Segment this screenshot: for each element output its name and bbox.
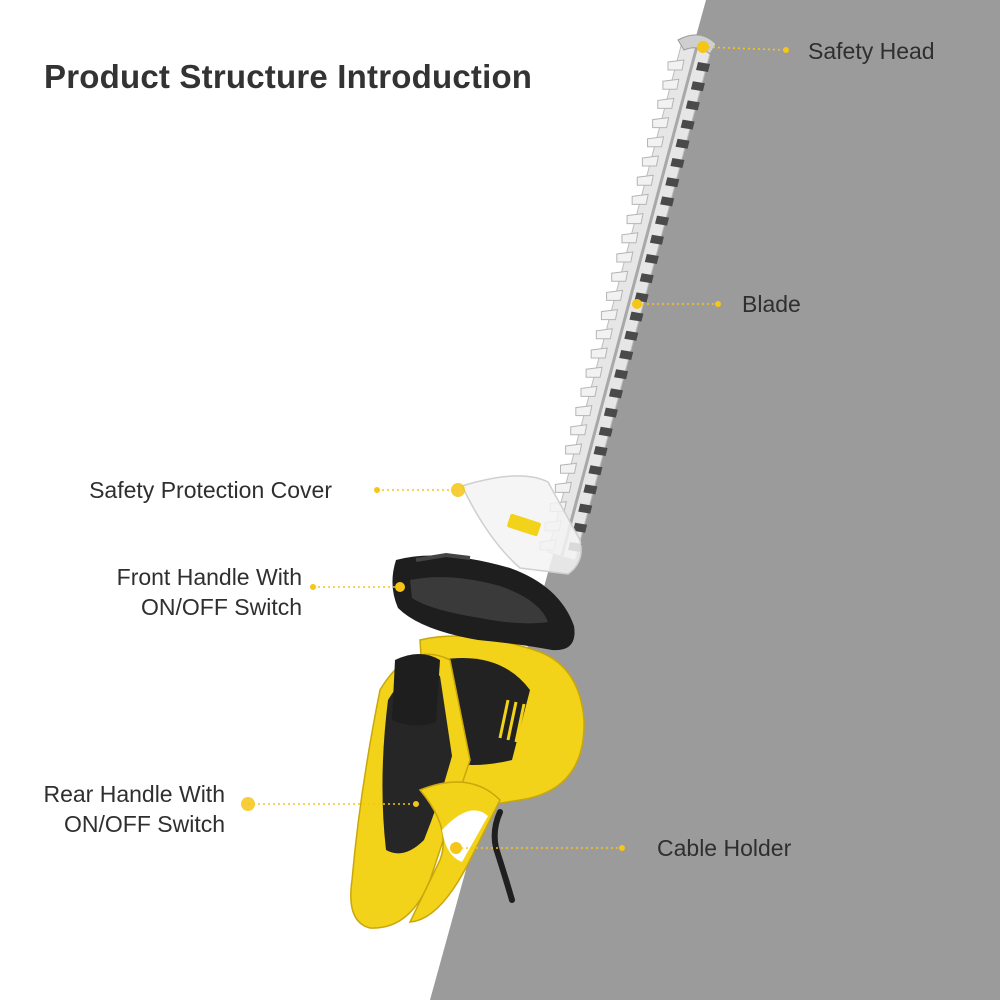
blade-tooth xyxy=(667,59,685,71)
blade-tooth xyxy=(647,136,665,148)
blade-tooth xyxy=(649,234,664,245)
blade-tooth xyxy=(641,155,660,167)
blade-tooth xyxy=(619,350,634,360)
blade-tooth xyxy=(598,426,613,437)
blade-tooth xyxy=(639,273,654,284)
blade-illustration xyxy=(539,34,717,561)
blade-tooth xyxy=(588,465,603,476)
blade-tooth xyxy=(624,330,639,341)
blade-tooth xyxy=(662,78,680,90)
blade-tooth xyxy=(616,251,634,263)
blade-tooth xyxy=(685,100,700,111)
blade-tooth xyxy=(696,62,710,72)
blade-tooth xyxy=(603,407,618,418)
marker-cable-holder xyxy=(450,842,462,854)
blade-tooth xyxy=(590,347,608,359)
blade-tooth xyxy=(578,503,593,514)
label-safety-head: Safety Head xyxy=(808,38,935,64)
blade-tooth xyxy=(595,328,613,340)
blade-tooth xyxy=(690,81,705,92)
blade-tooth xyxy=(575,405,593,417)
blade-tooth xyxy=(657,97,675,109)
blade-tooth xyxy=(585,366,603,378)
blade-tooth xyxy=(614,369,629,380)
blade-tooth xyxy=(631,193,649,205)
blade-tooth xyxy=(660,196,675,207)
blade-tooth xyxy=(559,462,578,474)
label-cable-holder: Cable Holder xyxy=(657,835,792,861)
label-front-handle: Front Handle With ON/OFF Switch xyxy=(116,564,302,620)
blade-tooth xyxy=(680,119,695,130)
blade-tooth xyxy=(621,232,639,244)
blade-tooth xyxy=(600,309,619,321)
blade-tooth xyxy=(629,311,644,322)
blade-tooth xyxy=(608,388,623,399)
blade-tooth xyxy=(570,424,588,436)
blade-tooth xyxy=(665,177,680,188)
leader-safety-head xyxy=(702,46,787,51)
marker-safety-protection-cover xyxy=(451,483,465,497)
marker-rear-handle xyxy=(241,797,255,811)
blade-tooth xyxy=(593,446,608,456)
blade-tooth xyxy=(580,385,598,397)
blade-tooth xyxy=(554,481,572,493)
label-rear-handle: Rear Handle With ON/OFF Switch xyxy=(43,781,225,837)
marker-front-handle xyxy=(395,582,405,592)
blade-tooth xyxy=(611,270,629,282)
blade-tooth xyxy=(606,289,624,301)
marker-safety-head xyxy=(697,41,709,53)
blade-tooth xyxy=(644,254,659,264)
blade-tooth xyxy=(655,215,670,226)
trimmer-body xyxy=(350,552,585,929)
label-blade: Blade xyxy=(742,291,801,317)
blade-tooth xyxy=(573,522,588,533)
blade-tooth xyxy=(670,158,685,168)
label-safety-protection-cover: Safety Protection Cover xyxy=(89,477,332,503)
blade-tooth xyxy=(675,138,690,149)
page-title: Product Structure Introduction xyxy=(44,58,533,95)
marker-blade xyxy=(632,299,642,309)
blade-tooth xyxy=(636,174,654,186)
blade-tooth xyxy=(583,484,598,495)
blade-tooth xyxy=(626,213,644,225)
blade-tooth xyxy=(565,443,583,455)
blade-tooth xyxy=(652,117,670,129)
